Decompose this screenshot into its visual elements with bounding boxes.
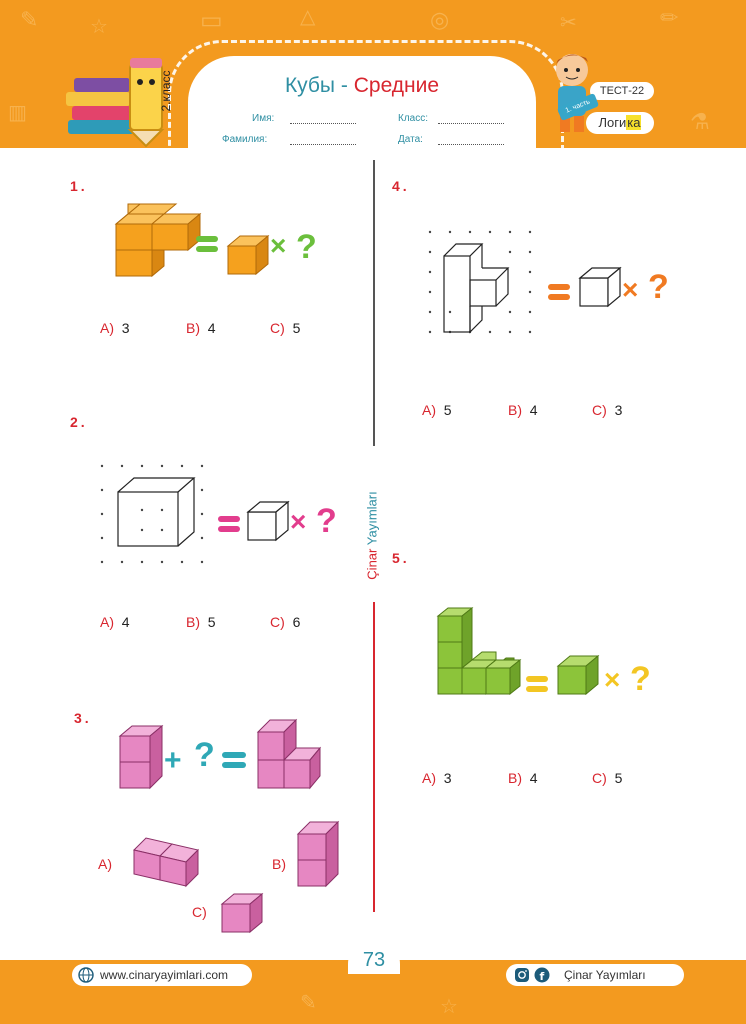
- column-divider-top: [373, 160, 375, 446]
- flask-doodle-icon: ⚗: [690, 110, 710, 135]
- q5-question-mark-icon: ?: [630, 660, 651, 698]
- q1-question-mark-icon: ?: [296, 228, 317, 266]
- surname-label: Фамилия:: [222, 134, 268, 145]
- globe-doodle-icon: ◎: [430, 8, 450, 33]
- star-doodle-icon: ☆: [90, 14, 108, 38]
- q1-option-c[interactable]: C) 5: [270, 320, 301, 336]
- website-pill[interactable]: www.cinaryayimlari.com: [72, 964, 252, 986]
- test-tag: ТЕСТ-22: [590, 82, 654, 100]
- title-separator: -: [340, 74, 348, 97]
- vertical-brand: Çinar Yayımları: [365, 486, 380, 586]
- header-plate: [188, 56, 536, 156]
- social-pill[interactable]: f Çinar Yayımları: [506, 964, 684, 986]
- q4-equals-icon: [548, 284, 570, 300]
- globe-icon: [78, 967, 94, 983]
- q4-unit-cube: [578, 266, 622, 308]
- class-label: Класс:: [398, 113, 428, 124]
- date-label: Дата:: [398, 134, 423, 145]
- q2-unit-cube: [246, 500, 290, 542]
- q5-times-icon: ×: [604, 664, 621, 695]
- q3-plus-icon: +: [164, 744, 182, 777]
- q3-equals-icon: [222, 752, 246, 768]
- page-title: Кубы - Средние: [188, 74, 536, 98]
- q1-unit-cube: [226, 234, 270, 276]
- q4-question-mark-icon: ?: [648, 268, 669, 306]
- question-4-number: 4.: [392, 178, 410, 194]
- ruler-doodle-icon: ▥: [8, 100, 27, 124]
- triangle-doodle-icon: △: [300, 4, 316, 28]
- q1-equals-icon: [196, 236, 218, 252]
- q5-option-c[interactable]: C) 5: [592, 770, 623, 786]
- q4-times-icon: ×: [622, 274, 639, 305]
- facebook-icon[interactable]: f: [534, 967, 550, 983]
- q2-times-icon: ×: [290, 506, 307, 537]
- website-link[interactable]: www.cinaryayimlari.com: [100, 968, 229, 982]
- subject-highlight: ка: [626, 115, 642, 130]
- q3-option-c[interactable]: C): [192, 904, 207, 920]
- class-field[interactable]: [438, 122, 504, 124]
- question-5-figure: [436, 606, 522, 696]
- grade-badge: 2.класс: [159, 70, 173, 112]
- q5-equals-icon: [526, 676, 548, 692]
- question-3-number: 3.: [74, 710, 92, 726]
- topic-title: Кубы: [284, 74, 336, 97]
- question-2-number: 2.: [70, 414, 88, 430]
- question-1-figure: [114, 203, 202, 278]
- name-field[interactable]: [290, 122, 356, 124]
- q5-option-a[interactable]: A) 3: [422, 770, 452, 786]
- q4-option-a[interactable]: A) 5: [422, 402, 452, 418]
- page-number: 73: [348, 938, 400, 974]
- social-handle[interactable]: Çinar Yayımları: [564, 968, 646, 982]
- brand-part1: Çinar: [364, 548, 380, 580]
- question-5-number: 5.: [392, 550, 410, 566]
- scissors-doodle-icon: ✂: [560, 10, 577, 34]
- book-doodle-icon: ▭: [200, 6, 223, 34]
- question-4-figure: [428, 230, 532, 334]
- subject-tag: Логика: [586, 112, 654, 134]
- q2-equals-icon: [218, 516, 240, 532]
- q3-option-b-figure[interactable]: [296, 820, 340, 890]
- subject-prefix: Логи: [598, 115, 627, 130]
- books-pencil-mascot: [66, 58, 165, 148]
- q1-option-a[interactable]: A) 3: [100, 320, 130, 336]
- date-field[interactable]: [438, 143, 504, 145]
- q3-question-mark-icon: ?: [194, 736, 215, 774]
- q5-unit-cube: [556, 654, 600, 696]
- q4-option-c[interactable]: C) 3: [592, 402, 623, 418]
- difficulty-level: Средние: [353, 74, 440, 97]
- q2-option-c[interactable]: C) 6: [270, 614, 301, 630]
- name-label: Имя:: [252, 113, 275, 124]
- q2-question-mark-icon: ?: [316, 502, 337, 540]
- q3-column-figure: [118, 724, 164, 790]
- q2-option-b[interactable]: B) 5: [186, 614, 216, 630]
- q3-option-a-figure[interactable]: [132, 836, 202, 890]
- footer-doodle-icon-2: ☆: [440, 996, 458, 1018]
- footer-doodle-icon: ✎: [300, 992, 317, 1014]
- pencil-doodle-icon: ✎: [20, 8, 39, 33]
- q3-option-a[interactable]: A): [98, 856, 112, 872]
- q3-option-b[interactable]: B): [272, 856, 286, 872]
- surname-field[interactable]: [290, 143, 356, 145]
- question-2-figure: [100, 464, 204, 564]
- q1-times-icon: ×: [270, 230, 287, 261]
- q3-option-c-figure[interactable]: [220, 892, 264, 936]
- q2-option-a[interactable]: A) 4: [100, 614, 130, 630]
- column-divider-bottom: [373, 602, 375, 912]
- q3-result-figure: [256, 718, 322, 790]
- q4-option-b[interactable]: B) 4: [508, 402, 538, 418]
- svg-text:f: f: [540, 970, 545, 983]
- q1-option-b[interactable]: B) 4: [186, 320, 216, 336]
- pencil-doodle-icon-2: ✏: [660, 6, 679, 31]
- question-1-number: 1.: [70, 178, 88, 194]
- q5-option-b[interactable]: B) 4: [508, 770, 538, 786]
- brand-part2: Yayımları: [364, 491, 380, 546]
- instagram-icon[interactable]: [514, 967, 530, 983]
